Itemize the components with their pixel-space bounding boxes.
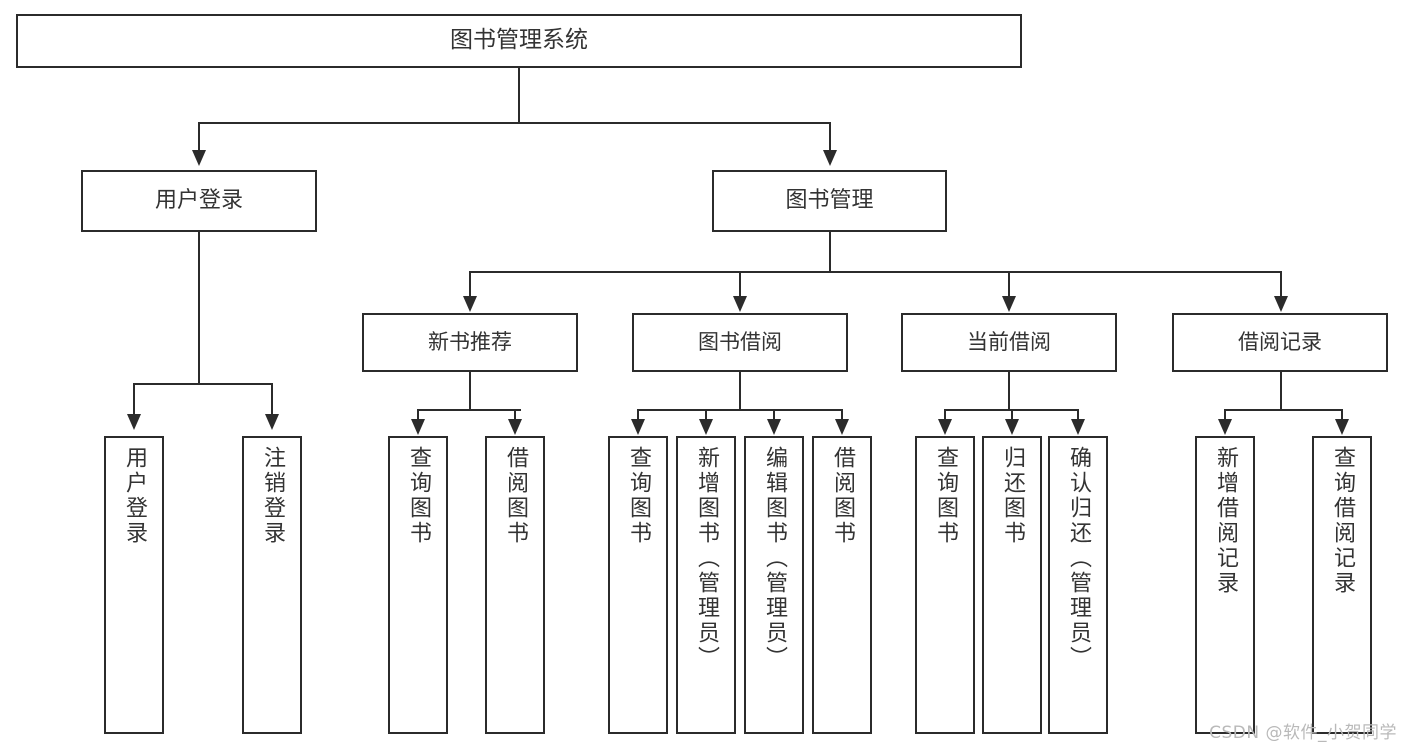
node-label: 借阅图书 — [503, 446, 528, 546]
watermark-text: CSDN @软件_小贺同学 — [1209, 723, 1397, 743]
connector-borrow-record-right — [1341, 409, 1343, 421]
connector-book-borrow-2 — [705, 409, 707, 421]
node-root-system[interactable]: 图书管理系统 — [16, 14, 1022, 68]
connector-current-borrow-1 — [944, 409, 946, 421]
arrow-book-borrow-leaf-1 — [631, 419, 645, 435]
node-label: 用户登录 — [154, 187, 243, 213]
arrow-to-book-manage — [823, 150, 837, 166]
connector-book-borrow-4 — [841, 409, 843, 421]
arrow-book-borrow-leaf-3 — [767, 419, 781, 435]
connector-user-login-stem — [198, 232, 200, 384]
connector-user-login-left — [133, 383, 135, 415]
node-new-book-recommend[interactable]: 新书推荐 — [362, 313, 578, 372]
node-book-borrow[interactable]: 图书借阅 — [632, 313, 848, 372]
arrow-to-user-login-leaf — [127, 414, 141, 430]
node-label: 新增借阅记录 — [1213, 446, 1238, 596]
arrow-to-current-borrow — [1002, 296, 1016, 312]
connector-to-new-book — [469, 271, 471, 298]
node-label: 确认归还（管理员） — [1066, 446, 1091, 671]
node-user-login[interactable]: 用户登录 — [81, 170, 317, 232]
arrow-current-borrow-leaf-2 — [1005, 419, 1019, 435]
connector-new-book-bus — [417, 409, 521, 411]
arrow-to-book-borrow — [733, 296, 747, 312]
arrow-borrow-record-leaf-1 — [1218, 419, 1232, 435]
node-label: 当前借阅 — [967, 329, 1051, 354]
node-label: 新增图书（管理员） — [694, 446, 719, 671]
node-label: 归还图书 — [1000, 446, 1025, 546]
connector-current-borrow-2 — [1011, 409, 1013, 421]
leaf-new-book-query[interactable]: 查询图书 — [388, 436, 448, 734]
connector-book-borrow-bus — [637, 409, 842, 411]
node-label: 查询图书 — [406, 446, 431, 546]
connector-to-book-borrow — [739, 271, 741, 298]
node-label: 图书借阅 — [698, 329, 782, 354]
node-label: 用户登录 — [122, 446, 147, 546]
node-label: 查询图书 — [626, 446, 651, 546]
node-label: 注销登录 — [260, 446, 285, 546]
leaf-record-query[interactable]: 查询借阅记录 — [1312, 436, 1372, 734]
arrow-to-user-login — [192, 150, 206, 166]
node-label: 编辑图书（管理员） — [762, 446, 787, 671]
connector-current-borrow-stem — [1008, 372, 1010, 410]
leaf-borrow-edit-book[interactable]: 编辑图书（管理员） — [744, 436, 804, 734]
node-label: 图书管理系统 — [450, 27, 588, 54]
arrow-current-borrow-leaf-1 — [938, 419, 952, 435]
connector-borrow-record-stem — [1280, 372, 1282, 410]
connector-user-login-bus — [133, 383, 272, 385]
node-label: 新书推荐 — [428, 329, 512, 354]
connector-new-book-right — [514, 409, 516, 421]
node-current-borrow[interactable]: 当前借阅 — [901, 313, 1117, 372]
leaf-logout[interactable]: 注销登录 — [242, 436, 302, 734]
node-label: 查询图书 — [933, 446, 958, 546]
connector-book-manage-stem — [829, 232, 831, 272]
arrow-new-book-leaf-1 — [411, 419, 425, 435]
leaf-record-add[interactable]: 新增借阅记录 — [1195, 436, 1255, 734]
arrow-new-book-leaf-2 — [508, 419, 522, 435]
connector-new-book-left — [417, 409, 419, 421]
connector-to-current-borrow — [1008, 271, 1010, 298]
connector-root-to-book-manage — [829, 122, 831, 152]
arrow-current-borrow-leaf-3 — [1071, 419, 1085, 435]
connector-current-borrow-bus — [944, 409, 1077, 411]
connector-root-bus — [198, 122, 830, 124]
connector-borrow-record-left — [1224, 409, 1226, 421]
connector-book-manage-bus — [469, 271, 1281, 273]
leaf-user-login[interactable]: 用户登录 — [104, 436, 164, 734]
arrow-borrow-record-leaf-2 — [1335, 419, 1349, 435]
connector-user-login-right — [271, 383, 273, 415]
arrow-to-new-book — [463, 296, 477, 312]
arrow-book-borrow-leaf-2 — [699, 419, 713, 435]
leaf-new-book-borrow[interactable]: 借阅图书 — [485, 436, 545, 734]
connector-book-borrow-stem — [739, 372, 741, 410]
connector-root-stem — [518, 68, 520, 123]
arrow-to-logout-leaf — [265, 414, 279, 430]
node-label: 借阅图书 — [830, 446, 855, 546]
connector-book-borrow-3 — [773, 409, 775, 421]
leaf-borrow-add-book[interactable]: 新增图书（管理员） — [676, 436, 736, 734]
leaf-current-confirm-return[interactable]: 确认归还（管理员） — [1048, 436, 1108, 734]
connector-new-book-stem — [469, 372, 471, 410]
node-label: 图书管理 — [785, 187, 874, 213]
node-book-management[interactable]: 图书管理 — [712, 170, 947, 232]
connector-book-borrow-1 — [637, 409, 639, 421]
connector-current-borrow-3 — [1077, 409, 1079, 421]
leaf-borrow-borrow-book[interactable]: 借阅图书 — [812, 436, 872, 734]
leaf-borrow-query-book[interactable]: 查询图书 — [608, 436, 668, 734]
arrow-book-borrow-leaf-4 — [835, 419, 849, 435]
node-borrow-record[interactable]: 借阅记录 — [1172, 313, 1388, 372]
connector-root-to-user-login — [198, 122, 200, 152]
arrow-to-borrow-record — [1274, 296, 1288, 312]
leaf-current-return-book[interactable]: 归还图书 — [982, 436, 1042, 734]
node-label: 借阅记录 — [1238, 329, 1322, 354]
connector-to-borrow-record — [1280, 271, 1282, 298]
connector-borrow-record-bus — [1224, 409, 1342, 411]
node-label: 查询借阅记录 — [1330, 446, 1355, 596]
leaf-current-query-book[interactable]: 查询图书 — [915, 436, 975, 734]
